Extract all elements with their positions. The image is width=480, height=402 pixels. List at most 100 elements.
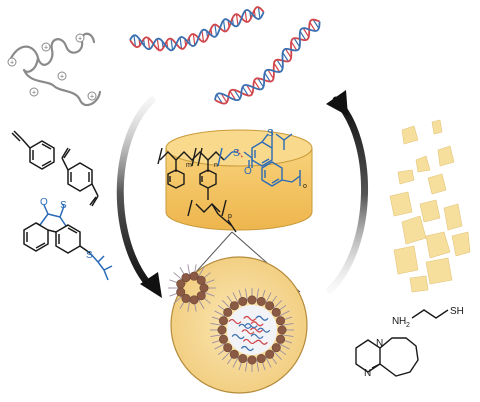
- micelle-corona-chain: [278, 310, 290, 317]
- dna-fragment: [228, 318, 242, 325]
- dna-base-pair: [285, 48, 292, 59]
- dna-fragment: [242, 338, 256, 345]
- micelle-bead: [218, 334, 228, 344]
- micelle-corona-chain: [272, 299, 283, 310]
- degraded-pieces-icon: [389, 119, 471, 293]
- dna-base-pair: [192, 33, 196, 46]
- micelle-corona-chain: [265, 292, 272, 304]
- micelle-bead: [238, 354, 248, 364]
- micelle-bead: [196, 275, 206, 285]
- micelle-bead: [181, 273, 191, 283]
- dna-base-pair: [170, 38, 174, 51]
- cation-label: +: [60, 74, 64, 81]
- micelle-bead: [276, 334, 286, 344]
- dna-base-pair: [147, 37, 151, 50]
- micelle-bead: [189, 271, 199, 281]
- micelle-bead: [218, 316, 228, 326]
- micelle-bead: [196, 291, 206, 301]
- micelle-corona-chain: [281, 334, 294, 338]
- micelle-corona-chain: [256, 359, 260, 372]
- micelle-corona-chain: [214, 343, 226, 350]
- micelle-corona-chain: [210, 334, 223, 338]
- dna-fragment: [254, 339, 268, 345]
- micelle-corona-chain: [278, 343, 290, 350]
- polymer-s-label: S: [233, 148, 240, 159]
- micelle-corona-chain: [197, 266, 205, 278]
- dna-fragment: [250, 321, 264, 327]
- dna-base-pair: [233, 89, 241, 100]
- cysteamine-n-label: N: [392, 316, 399, 327]
- cycle-arrow-left-icon: [116, 96, 162, 298]
- cysteamine-h-label: H: [399, 316, 406, 327]
- subscript-p-label: p: [228, 213, 232, 220]
- thioether-s-label: S: [86, 250, 93, 261]
- dna-base-pair: [216, 94, 223, 104]
- thiolactone-monomer-icon: S O S: [23, 197, 113, 281]
- cysteamine-sh-label: SH: [450, 306, 464, 317]
- micelle-bead: [265, 349, 275, 359]
- cation-label: +: [78, 36, 82, 43]
- dna-base-pair: [299, 30, 307, 41]
- micelle-corona-chain: [244, 359, 248, 372]
- micelle-corona-chain: [265, 356, 272, 368]
- dna-base-pair: [312, 19, 320, 29]
- micelle-bead: [277, 325, 287, 335]
- polycation-chain-icon: + + + + + +: [7, 32, 102, 107]
- dna-helix-top-icon: [129, 6, 265, 52]
- dna-fragment: [255, 315, 269, 321]
- dna-base-pair: [273, 62, 281, 73]
- polymer-o-label: O: [244, 166, 252, 177]
- thiolactone-s-label: S: [60, 200, 67, 211]
- micelle-bead: [276, 316, 286, 326]
- dna-base-pair: [293, 37, 301, 48]
- micelle-bead: [265, 301, 275, 311]
- dbu-structure-icon: N N: [355, 337, 419, 379]
- dna-fragment: [244, 323, 258, 329]
- dna-fragment: [243, 315, 257, 322]
- micelle-bead: [189, 295, 199, 305]
- thiolactone-o-label: O: [40, 197, 48, 208]
- micelle-bead: [256, 354, 266, 364]
- cycle-arrow-right-icon: [326, 90, 369, 294]
- micelle-corona-chain: [187, 299, 191, 312]
- micelle-bead: [176, 279, 186, 289]
- dna-base-pair: [244, 10, 248, 23]
- micelle-corona-chain: [214, 310, 226, 317]
- dna-base-pair: [235, 14, 239, 26]
- micelle-bead: [199, 283, 209, 293]
- micelle-core: [227, 305, 277, 355]
- cation-label: +: [44, 45, 48, 52]
- dna-fragment: [249, 327, 263, 333]
- polymer-thioether-s-label: S: [267, 128, 274, 139]
- micelle-bead: [217, 325, 227, 335]
- micelle-bead: [223, 307, 233, 317]
- cysteamine-h2-sub-label: 2: [406, 322, 410, 329]
- dna-strand: [214, 18, 320, 105]
- micelle-bead: [238, 296, 248, 306]
- dna-base-pair: [222, 20, 226, 32]
- micelle-bead: [256, 296, 266, 306]
- dna-base-pair: [253, 80, 261, 90]
- micelle-corona-chain: [173, 272, 184, 281]
- styrene-monomer-icon: [11, 130, 55, 170]
- micelle-corona-chain: [281, 322, 294, 326]
- dna-fragment: [250, 333, 264, 339]
- dna-fragment: [238, 323, 252, 329]
- dna-fragment: [240, 345, 254, 352]
- micelle-corona-chain: [203, 291, 215, 297]
- micelle-corona-chain: [221, 299, 232, 310]
- cation-label: +: [32, 90, 36, 97]
- micelle-bead: [271, 307, 281, 317]
- micelle-zoom-icon: [168, 231, 308, 394]
- micelle-bead: [223, 343, 233, 353]
- dna-base-pair: [179, 37, 183, 49]
- dna-base-pair: [220, 93, 228, 103]
- micelle-bead: [247, 355, 257, 365]
- dna-base-pair: [302, 27, 310, 38]
- micelle-corona-chain: [272, 350, 283, 361]
- micelle-bead: [247, 295, 257, 305]
- subscript-m-label: m: [186, 162, 192, 169]
- divinylbenzene-monomer-icon: [61, 147, 99, 207]
- dna-helix-right-icon: [214, 18, 321, 105]
